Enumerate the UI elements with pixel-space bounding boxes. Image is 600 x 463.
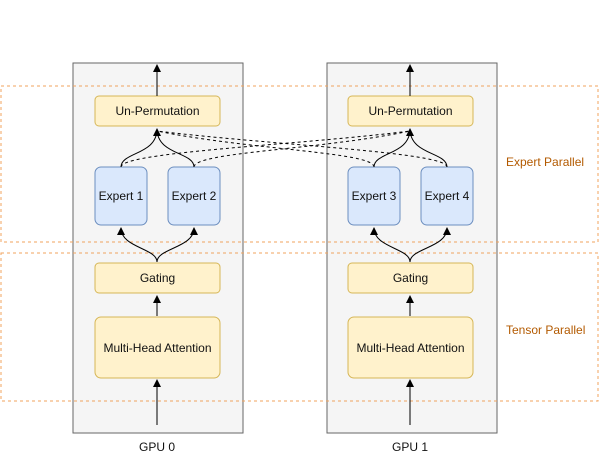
gpu0-attention-label: Multi-Head Attention [103,340,212,355]
gpu0-label: GPU 0 [138,440,175,454]
gpu0-expert2-label: Expert 2 [171,189,217,203]
gpu0-attention-box [94,316,221,379]
gpu1-expert4-label: Expert 4 [424,189,470,203]
gpu1-attention-box [347,316,474,379]
tensor-parallel-region [0,252,599,402]
gpu1-attention-label: Multi-Head Attention [356,340,465,355]
gpu0-expert1-label: Expert 1 [98,189,144,203]
cross-gpu-links [120,130,448,168]
gpu0-gating-box [94,262,221,294]
gpu0-unpermutation-label: Un-Permutation [115,104,200,118]
gpu0-gating-label: Gating [139,271,176,285]
gpu1-expert3-label: Expert 3 [351,189,397,203]
expert-parallel-region [0,85,599,243]
expert-parallel-label: Expert Parallel [506,155,585,169]
gpu1-gating-box [347,262,474,294]
gpu1-unpermutation-label: Un-Permutation [368,104,453,118]
arrows [117,64,451,425]
gpu1-gating-label: Gating [392,271,429,285]
gpu1-label: GPU 1 [391,440,428,454]
tensor-parallel-label: Tensor Parallel [506,323,586,337]
